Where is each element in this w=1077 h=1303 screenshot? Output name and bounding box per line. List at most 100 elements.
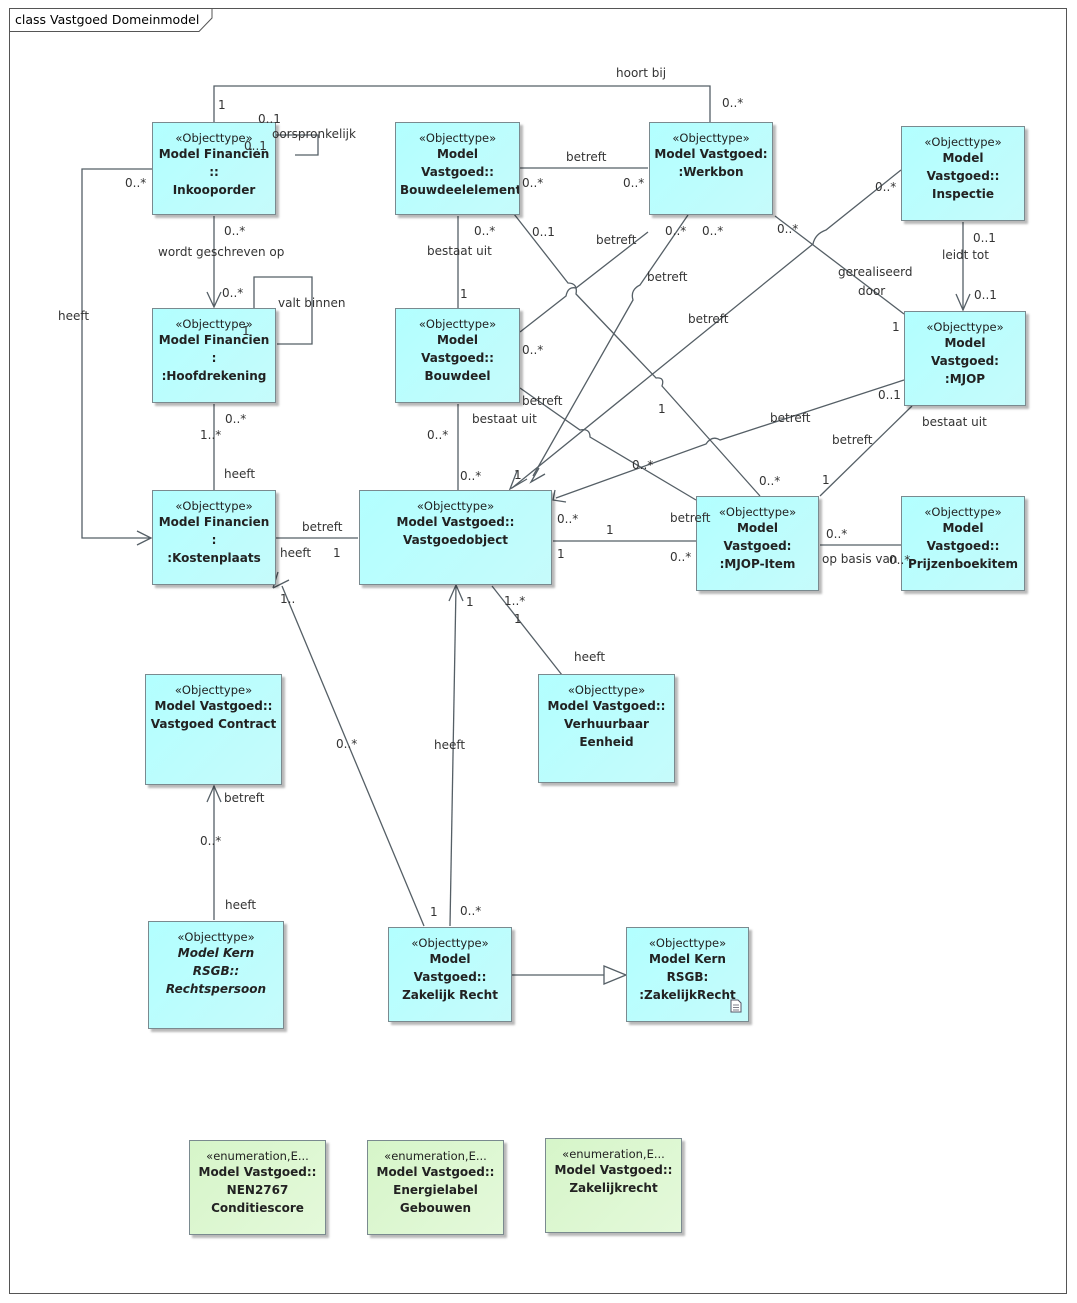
class-box-rsgbzakelijkrecht[interactable]: «Objecttype»Model Kern RSGB::ZakelijkRec…: [626, 927, 749, 1022]
edge-label: 1..*: [200, 428, 222, 442]
class-box-werkbon[interactable]: «Objecttype»Model Vastgoed::Werkbon: [649, 122, 773, 215]
class-box-inkooporder[interactable]: «Objecttype»Model Financien ::Inkooporde…: [152, 122, 276, 215]
stereotype-label: «enumeration,E...: [384, 1149, 487, 1163]
edge-label: 0..*: [474, 224, 496, 238]
connector-mjop-bestaat-uit-mjopitem[interactable]: [819, 405, 913, 497]
class-name-line: Vastgoedobject: [402, 533, 509, 547]
class-name-line: Zakelijk Recht: [402, 988, 498, 1002]
class-name-line: Inkooporder: [172, 183, 256, 197]
connector-bouwdeel-betreft-mjopitem[interactable]: [519, 387, 697, 501]
class-box-energielabel[interactable]: «enumeration,E...Model Vastgoed::Energie…: [367, 1140, 504, 1235]
stereotype-label: «Objecttype»: [924, 505, 1002, 519]
edge-label: betreft: [596, 233, 637, 247]
class-box-zakelijkrechtenum[interactable]: «enumeration,E...Model Vastgoed::Zakelij…: [545, 1138, 682, 1233]
edge-label: heeft: [224, 467, 256, 481]
edge-label: 0..*: [759, 474, 781, 488]
edge-label: oorspronkelijk: [272, 127, 356, 141]
class-box-hoofdrekening[interactable]: «Objecttype»Model Financien ::Hoofdreken…: [152, 308, 276, 403]
connector-werkbon-gerealiseerd-door-mjop[interactable]: [774, 215, 905, 315]
class-box-rechtspersoon[interactable]: «Objecttype»Model Kern RSGB::Rechtsperso…: [148, 921, 284, 1029]
stereotype-label: «enumeration,E...: [562, 1147, 665, 1161]
edge-label: 0..1: [244, 139, 267, 153]
diagram-title: class Vastgoed Domeinmodel: [15, 12, 200, 27]
class-name-line: Model Vastgoed::: [376, 1165, 495, 1179]
class-box-vastgoedobject[interactable]: «Objecttype»Model Vastgoed::Vastgoedobje…: [359, 490, 552, 585]
connector-oorspronkelijk[interactable]: [276, 134, 319, 156]
edge-label: 1: [218, 98, 226, 112]
edge-label: bestaat uit: [922, 415, 987, 429]
class-box-mjopitem[interactable]: «Objecttype»Model Vastgoed::MJOP-Item: [696, 496, 819, 591]
class-box-bouwdeel[interactable]: «Objecttype»Model Vastgoed::Bouwdeel: [395, 308, 520, 403]
class-name-line: Prijzenboekitem: [907, 557, 1019, 571]
edge-label: valt binnen: [278, 296, 346, 310]
edge-label: bestaat uit: [472, 412, 537, 426]
connector-inspectie-betreft-vastgoedobject[interactable]: [511, 169, 902, 489]
connector-werkbon-betreft-vastgoedobject[interactable]: [532, 214, 689, 477]
class-box-zakelijkrecht[interactable]: «Objecttype»Model Vastgoed::Zakelijk Rec…: [388, 927, 512, 1022]
edge-label: 1: [892, 320, 900, 334]
stereotype-label: «Objecttype»: [177, 930, 255, 944]
stereotype-label: «Objecttype»: [175, 499, 253, 513]
edge-label: 0..*: [557, 512, 579, 526]
connector-inkooporder-heeft-kostenplaats[interactable]: [81, 168, 152, 539]
connector-zakelijkrecht-betreft-vastgoedobject[interactable]: [449, 585, 457, 927]
class-name-line: Model Vastgoed::: [396, 515, 515, 529]
class-name-line: Model Kern RSGB::: [177, 946, 255, 978]
class-name-line: :Kostenplaats: [167, 551, 261, 565]
edge-label: op basis van: [822, 552, 898, 566]
class-name-line: Model Vastgoed::: [421, 333, 494, 365]
class-name-line: Model Vastgoed:: [931, 336, 999, 368]
edge-label: 1: [822, 473, 830, 487]
edge-label: leidt tot: [942, 248, 989, 262]
edge-label: 0..*: [826, 527, 848, 541]
class-name-line: :Werkbon: [678, 165, 744, 179]
edge-label: heeft: [280, 546, 312, 560]
class-name-line: Bouwdeelelement: [400, 183, 520, 197]
stereotype-label: «Objecttype»: [718, 505, 797, 519]
stereotype-label: «Objecttype»: [416, 499, 495, 513]
connector-vastgoedobject-heeft-verhuurbaar[interactable]: [491, 585, 563, 676]
edge-label: heeft: [58, 309, 90, 323]
class-box-bouwdeelelement[interactable]: «Objecttype»Model Vastgoed::Bouwdeelelem…: [395, 122, 520, 215]
diagram-frame: [9, 8, 1067, 1294]
class-name-line: Rechtspersoon: [165, 982, 267, 996]
edge-label: 1: [658, 402, 666, 416]
edge-label: 1: [242, 324, 250, 338]
edge-label: 0..*: [702, 224, 724, 238]
edge-label: betreft: [670, 511, 711, 525]
edge-label: 0..*: [522, 343, 544, 357]
stereotype-label: «Objecttype»: [672, 131, 750, 145]
connector-zakelijkrecht-heeft-kostenplaats[interactable]: [281, 585, 425, 927]
class-name-line: Model Vastgoed::: [154, 699, 273, 713]
edge-label: bestaat uit: [427, 244, 492, 258]
class-box-verhuurbaar[interactable]: «Objecttype»Model Vastgoed::Verhuurbaar …: [538, 674, 675, 783]
class-box-prijzenboekitem[interactable]: «Objecttype»Model Vastgoed::Prijzenboeki…: [901, 496, 1025, 591]
class-box-mjop[interactable]: «Objecttype»Model Vastgoed::MJOP: [904, 311, 1026, 406]
connector-mjop-betreft-vastgoedobject[interactable]: [555, 379, 905, 499]
connector-hoort-bij[interactable]: [213, 85, 711, 122]
class-box-inspectie[interactable]: «Objecttype»Model Vastgoed::Inspectie: [901, 126, 1025, 221]
edge-label: betreft: [224, 791, 265, 805]
connector-valt-binnen[interactable]: [253, 276, 313, 345]
edge-label: 1: [557, 547, 565, 561]
edge-label: betreft: [770, 411, 811, 425]
class-box-kostenplaats[interactable]: «Objecttype»Model Financien ::Kostenplaa…: [152, 490, 276, 585]
edge-label: 0..1: [532, 225, 555, 239]
edge-label: 1: [333, 546, 341, 560]
stereotype-label: «Objecttype»: [418, 131, 497, 145]
class-name-line: Model Vastgoed:: [654, 147, 768, 161]
edge-label: 0..*: [336, 737, 358, 751]
connector-bouwdeelelement-betreft-mjopitem[interactable]: [513, 213, 761, 497]
edge-label: betreft: [832, 433, 873, 447]
class-name-line: :MJOP: [944, 372, 986, 386]
class-name-line: :Hoofdrekening: [161, 369, 267, 383]
edge-label: 1: [514, 612, 522, 626]
stereotype-label: «Objecttype»: [175, 131, 253, 145]
class-box-vastgoedcontract[interactable]: «Objecttype»Model Vastgoed::Vastgoed Con…: [145, 674, 282, 785]
class-box-nen2767[interactable]: «enumeration,E...Model Vastgoed::NEN2767…: [189, 1140, 326, 1235]
arrowheads: [136, 291, 971, 803]
class-name-line: Zakelijkrecht: [569, 1181, 658, 1195]
stereotype-label: «Objecttype»: [174, 683, 253, 697]
edge-label: heeft: [225, 898, 257, 912]
